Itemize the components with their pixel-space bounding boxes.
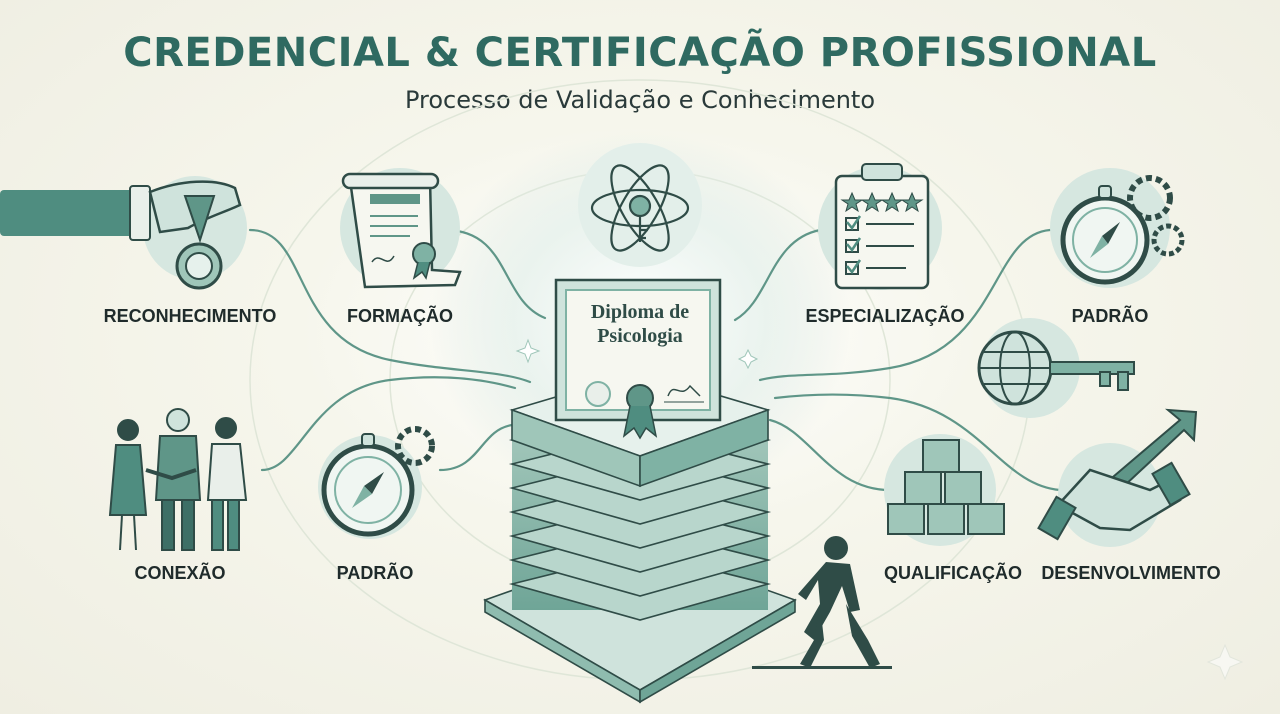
page-subtitle: Processo de Validação e Conhecimento bbox=[404, 86, 876, 114]
atom-key-icon bbox=[590, 164, 690, 252]
cubes-icon bbox=[887, 439, 1005, 535]
people-handshake-icon bbox=[108, 408, 248, 551]
label-reconhecimento: RECONHECIMENTO bbox=[103, 306, 277, 326]
compass-gears-icon bbox=[1060, 175, 1185, 285]
diploma-line-2: Psicologia bbox=[597, 325, 683, 347]
label-qualificacao: QUALIFICAÇÃO bbox=[884, 563, 1022, 583]
diploma-frame bbox=[554, 278, 722, 440]
diploma-line-1: Diploma de bbox=[591, 301, 689, 323]
globe-key-icon bbox=[977, 330, 1135, 406]
compass-gear-icon bbox=[321, 426, 435, 537]
page-title: CREDENCIAL & CERTIFICAÇÃO PROFISSIONAL bbox=[123, 30, 1157, 76]
walking-person-icon bbox=[752, 536, 892, 669]
sparkle-icon bbox=[515, 338, 1244, 681]
label-especializacao: ESPECIALIZAÇÃO bbox=[805, 306, 965, 326]
connector-lines bbox=[248, 228, 1062, 492]
label-formacao: FORMAÇÃO bbox=[347, 306, 453, 326]
hand-medal-icon bbox=[0, 180, 242, 290]
checklist-clipboard-icon bbox=[834, 163, 930, 290]
certificate-scroll-icon bbox=[341, 172, 462, 289]
label-padrao-top: PADRÃO bbox=[1071, 306, 1149, 326]
label-padrao-bottom: PADRÃO bbox=[336, 563, 414, 583]
label-desenvolvimento: DESENVOLVIMENTO bbox=[1041, 563, 1221, 583]
handshake-arrow-icon bbox=[1037, 408, 1198, 541]
label-conexao: CONEXÃO bbox=[134, 563, 226, 583]
